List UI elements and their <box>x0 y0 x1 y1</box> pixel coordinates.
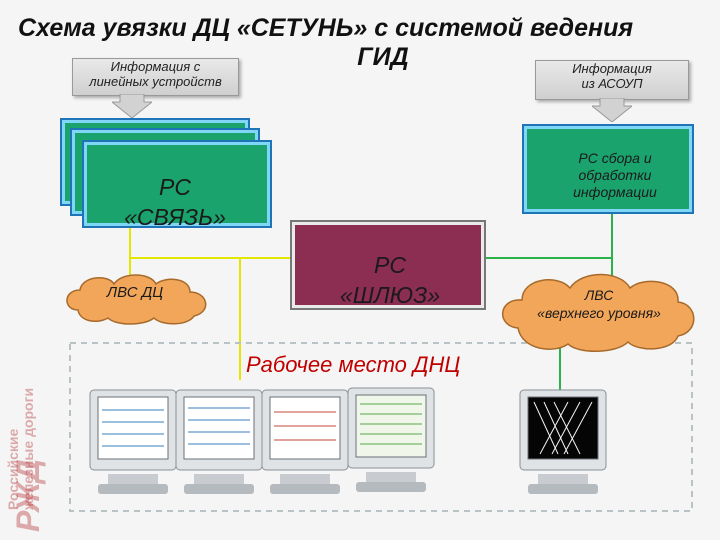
ws-sbor-label-line-1: РС сбора и <box>578 150 652 166</box>
diagram-title: Схема увязки ДЦ «СЕТУНЬ» с системой веде… <box>18 14 718 72</box>
dnc-area-frame <box>69 342 693 512</box>
monitor-5 <box>519 389 607 494</box>
ws-svyaz-label-line-2: «СВЯЗЬ» <box>124 204 226 230</box>
monitor-4 <box>347 387 435 492</box>
callout-line-devices-line-2: линейных устройств <box>89 74 222 89</box>
callout-asoup-line-2: из АСОУП <box>581 76 643 91</box>
rzd-logo-mark: РЖД <box>10 459 46 532</box>
title-line-1: Схема увязки ДЦ «СЕТУНЬ» с системой веде… <box>18 14 634 42</box>
title-line-2: ГИД <box>357 43 409 71</box>
dnc-workplace-label: Рабочее место ДНЦ <box>242 352 465 378</box>
cloud-lvs-dc-label: ЛВС ДЦ <box>106 284 164 301</box>
ws-shluz <box>292 222 484 308</box>
ws-shluz-label-line-2: «ШЛЮЗ» <box>339 282 441 308</box>
cloud-lvs-upper <box>501 273 695 352</box>
callout-asoup-line-1: Информация <box>572 61 652 76</box>
cloud-lvs-upper-label: ЛВС «верхнего уровня» <box>506 286 692 322</box>
callout-right-arrow <box>592 98 632 122</box>
cloud-lvs-dc <box>66 274 207 325</box>
ws-shluz-label: РС «ШЛЮЗ» <box>305 250 475 310</box>
ws-shluz-label-line-1: РС <box>374 252 406 278</box>
monitor-2 <box>175 389 263 494</box>
rzd-logo: Российские железные дороги РЖД <box>0 260 60 532</box>
cloud-lvs-upper-line-2: «верхнего уровня» <box>537 305 661 321</box>
monitor-1 <box>89 389 177 494</box>
ws-svyaz-label: РС «СВЯЗЬ» <box>100 172 250 232</box>
callout-asoup: Информация из АСОУП <box>535 60 689 100</box>
ws-sbor-label-line-3: информации <box>573 184 657 200</box>
ws-sbor-label-line-2: обработки <box>578 167 652 183</box>
callout-left-arrow <box>112 94 152 118</box>
ws-sbor <box>524 126 692 212</box>
ws-sbor-label: РС сбора и обработки информации <box>540 150 690 201</box>
monitor-3 <box>261 389 349 494</box>
ws-svyaz-label-line-1: РС <box>159 174 191 200</box>
callout-line-devices: Информация с линейных устройств <box>72 58 239 96</box>
ws-svyaz-front <box>84 142 270 226</box>
cloud-lvs-upper-line-1: ЛВС <box>584 287 614 303</box>
callout-line-devices-line-1: Информация с <box>110 59 201 74</box>
